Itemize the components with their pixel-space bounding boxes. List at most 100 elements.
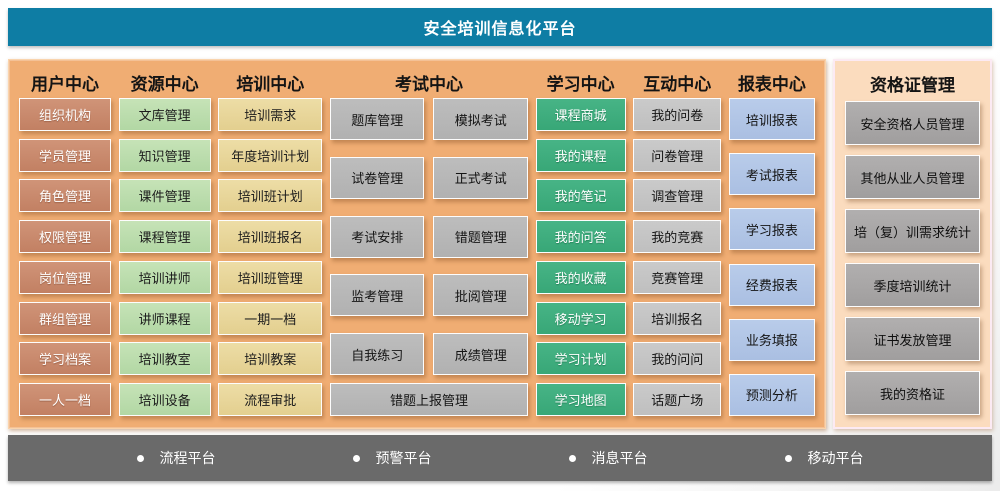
column-items: 培训需求年度培训计划培训班计划培训班报名培训班管理一期一档培训教案流程审批 [218, 98, 323, 416]
module-button[interactable]: 流程审批 [218, 382, 323, 416]
column-items: 培训报表考试报表学习报表经费报表业务填报预测分析 [728, 98, 815, 416]
exam-full-width-row: 错题上报管理 [329, 383, 528, 416]
module-button[interactable]: 培训报名 [633, 301, 722, 335]
bullet-icon [352, 454, 360, 462]
main-panel: 用户中心 组织机构学员管理角色管理权限管理岗位管理群组管理学习档案一人一档 资源… [8, 59, 826, 429]
content-area: 用户中心 组织机构学员管理角色管理权限管理岗位管理群组管理学习档案一人一档 资源… [8, 59, 992, 429]
platform-label: 流程平台 [159, 450, 216, 466]
module-button[interactable]: 正式考试 [433, 156, 528, 199]
module-button[interactable]: 经费报表 [728, 263, 815, 306]
module-button[interactable]: 培训班管理 [218, 260, 323, 294]
platform-item: 消息平台 [568, 448, 648, 468]
column-items: 文库管理知识管理课件管理课程管理培训讲师讲师课程培训教室培训设备 [118, 98, 211, 416]
module-button[interactable]: 监考管理 [329, 274, 425, 317]
module-button[interactable]: 知识管理 [118, 138, 211, 172]
module-button[interactable]: 培训教室 [118, 342, 211, 376]
module-button[interactable]: 课件管理 [118, 179, 211, 213]
column-header: 培训中心 [236, 74, 305, 94]
module-button[interactable]: 其他从业人员管理 [845, 155, 980, 199]
module-button[interactable]: 学习档案 [19, 342, 111, 376]
module-button[interactable]: 学习计划 [535, 342, 626, 376]
module-button[interactable]: 培训报表 [728, 98, 815, 140]
center-column-exam: 考试中心 题库管理模拟考试试卷管理正式考试考试安排错题管理监考管理批阅管理自我练… [329, 66, 528, 416]
platform-label: 移动平台 [807, 450, 864, 466]
column-header: 互动中心 [643, 74, 712, 94]
bullet-icon [568, 454, 576, 462]
module-button[interactable]: 话题广场 [633, 382, 722, 416]
certificate-panel: 资格证管理 安全资格人员管理其他从业人员管理培（复）训需求统计季度培训统计证书发… [833, 59, 992, 429]
module-button[interactable]: 群组管理 [19, 301, 111, 335]
column-header: 用户中心 [31, 74, 99, 94]
center-column-report: 报表中心 培训报表考试报表学习报表经费报表业务填报预测分析 [728, 66, 815, 416]
module-button[interactable]: 考试报表 [728, 153, 815, 196]
module-button[interactable]: 我的问答 [535, 220, 626, 254]
module-button[interactable]: 我的课程 [535, 138, 626, 172]
module-button[interactable]: 一人一档 [19, 382, 111, 416]
module-button[interactable]: 学员管理 [19, 138, 111, 172]
module-button[interactable]: 组织机构 [19, 98, 111, 131]
module-button[interactable]: 我的收藏 [535, 260, 626, 294]
title-banner: 安全培训信息化平台 [8, 8, 992, 46]
module-button[interactable]: 学习报表 [728, 208, 815, 251]
module-button[interactable]: 我的资格证 [845, 371, 980, 415]
module-button[interactable]: 岗位管理 [19, 260, 111, 294]
center-column-user: 用户中心 组织机构学员管理角色管理权限管理岗位管理群组管理学习档案一人一档 [19, 66, 111, 416]
column-items: 课程商城我的课程我的笔记我的问答我的收藏移动学习学习计划学习地图 [535, 98, 626, 416]
module-button[interactable]: 讲师课程 [118, 301, 211, 335]
platform-item: 移动平台 [784, 448, 864, 468]
module-button[interactable]: 业务填报 [728, 318, 815, 361]
module-button[interactable]: 一期一档 [218, 301, 323, 335]
module-button[interactable]: 题库管理 [329, 98, 425, 140]
module-button[interactable]: 培训设备 [118, 382, 211, 416]
platform-item: 预警平台 [352, 448, 432, 468]
module-button[interactable]: 文库管理 [118, 98, 211, 131]
bullet-icon [784, 454, 792, 462]
module-button[interactable]: 自我练习 [329, 333, 425, 375]
module-button[interactable]: 年度培训计划 [218, 138, 323, 172]
bullet-icon [136, 454, 144, 462]
center-column-resource: 资源中心 文库管理知识管理课件管理课程管理培训讲师讲师课程培训教室培训设备 [118, 66, 211, 416]
module-button[interactable]: 学习地图 [535, 382, 626, 416]
module-button[interactable]: 考试安排 [329, 215, 425, 258]
module-button[interactable]: 培（复）训需求统计 [845, 209, 980, 253]
module-button[interactable]: 预测分析 [728, 373, 815, 416]
module-button[interactable]: 安全资格人员管理 [845, 101, 980, 145]
exam-button-grid: 题库管理模拟考试试卷管理正式考试考试安排错题管理监考管理批阅管理自我练习成绩管理 [329, 98, 528, 375]
module-button[interactable]: 课程管理 [118, 220, 211, 254]
center-column-learning: 学习中心 课程商城我的课程我的笔记我的问答我的收藏移动学习学习计划学习地图 [535, 66, 626, 416]
platform-label: 消息平台 [591, 450, 648, 466]
module-button[interactable]: 培训班计划 [218, 179, 323, 213]
column-items: 安全资格人员管理其他从业人员管理培（复）训需求统计季度培训统计证书发放管理我的资… [845, 101, 980, 415]
platform-item: 流程平台 [136, 448, 216, 468]
module-button[interactable]: 试卷管理 [329, 156, 425, 199]
module-button[interactable]: 课程商城 [535, 98, 626, 131]
module-button[interactable]: 我的问卷 [633, 98, 722, 131]
module-button[interactable]: 我的问问 [633, 342, 722, 376]
module-button[interactable]: 竞赛管理 [633, 260, 722, 294]
module-button[interactable]: 季度培训统计 [845, 263, 980, 307]
module-button[interactable]: 培训教案 [218, 342, 323, 376]
module-button[interactable]: 权限管理 [19, 220, 111, 254]
module-button[interactable]: 证书发放管理 [845, 317, 980, 361]
column-header: 考试中心 [394, 74, 463, 94]
module-button[interactable]: 我的竞赛 [633, 220, 722, 254]
module-button[interactable]: 错题管理 [433, 215, 528, 258]
module-button[interactable]: 调查管理 [633, 179, 722, 213]
module-button[interactable]: 培训班报名 [218, 220, 323, 254]
module-button[interactable]: 培训需求 [218, 98, 323, 131]
column-header: 学习中心 [546, 74, 615, 94]
center-column-training: 培训中心 培训需求年度培训计划培训班计划培训班报名培训班管理一期一档培训教案流程… [218, 66, 323, 416]
module-button[interactable]: 我的笔记 [535, 179, 626, 213]
module-button[interactable]: 错题上报管理 [329, 383, 528, 416]
module-button[interactable]: 模拟考试 [433, 98, 528, 140]
column-header: 报表中心 [737, 74, 806, 94]
module-button[interactable]: 批阅管理 [433, 274, 528, 317]
module-button[interactable]: 培训讲师 [118, 260, 211, 294]
module-button[interactable]: 角色管理 [19, 179, 111, 213]
module-button[interactable]: 成绩管理 [433, 333, 528, 375]
module-button[interactable]: 移动学习 [535, 301, 626, 335]
module-button[interactable]: 问卷管理 [633, 138, 722, 172]
page-title: 安全培训信息化平台 [423, 21, 577, 38]
column-header: 资源中心 [130, 74, 199, 94]
